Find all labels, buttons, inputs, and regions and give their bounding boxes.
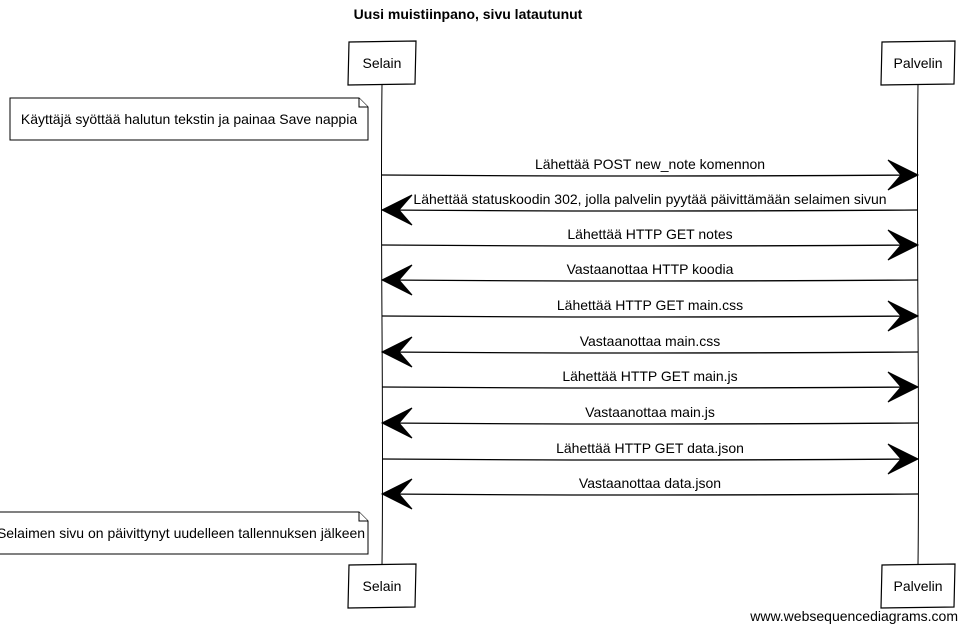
message-arrow-line bbox=[381, 244, 919, 247]
participant-palvelin-top: Palvelin bbox=[880, 40, 956, 86]
message-10: Vastaanottaa data.json bbox=[380, 475, 919, 510]
participant-box bbox=[880, 40, 956, 86]
message-8: Vastaanottaa main.js bbox=[380, 404, 919, 439]
message-label: Vastaanottaa data.json bbox=[579, 475, 721, 491]
messages: Lähettää POST new_note komennonLähettää … bbox=[380, 156, 920, 510]
arrowhead bbox=[887, 229, 920, 261]
watermark: www.websequencediagrams.com bbox=[749, 608, 958, 624]
participants-top: Selain Palvelin bbox=[347, 40, 956, 86]
arrowhead bbox=[380, 478, 413, 510]
message-arrow-line bbox=[381, 209, 919, 212]
arrowhead bbox=[380, 264, 413, 296]
participant-label: Selain bbox=[363, 55, 402, 71]
message-label: Vastaanottaa main.css bbox=[580, 333, 721, 349]
participant-label: Selain bbox=[363, 578, 402, 594]
message-label: Lähettää POST new_note komennon bbox=[535, 156, 765, 172]
notes: Käyttäjä syöttää halutun tekstin ja pain… bbox=[0, 97, 369, 555]
arrowhead bbox=[380, 194, 413, 226]
note-1: Käyttäjä syöttää halutun tekstin ja pain… bbox=[9, 97, 369, 141]
arrowhead bbox=[887, 300, 920, 332]
message-label: Vastaanottaa HTTP koodia bbox=[567, 261, 734, 277]
message-label: Lähettää HTTP GET main.css bbox=[557, 297, 743, 313]
participant-box bbox=[880, 563, 956, 609]
note-fold bbox=[358, 98, 368, 108]
participant-palvelin-bottom: Palvelin bbox=[880, 563, 956, 609]
message-9: Lähettää HTTP GET data.json bbox=[381, 440, 920, 475]
note-fold bbox=[358, 512, 368, 522]
message-arrow-line bbox=[381, 315, 919, 318]
note-text: Selaimen sivu on päivittynyt uudelleen t… bbox=[0, 525, 365, 541]
arrowhead bbox=[380, 336, 413, 368]
participant-selain-bottom: Selain bbox=[347, 563, 417, 609]
note-2: Selaimen sivu on päivittynyt uudelleen t… bbox=[0, 511, 369, 555]
lifeline-selain bbox=[380, 83, 384, 566]
note-text: Käyttäjä syöttää halutun tekstin ja pain… bbox=[21, 111, 357, 127]
note-box bbox=[9, 97, 369, 141]
message-label: Lähettää HTTP GET notes bbox=[567, 226, 732, 242]
message-arrow-line bbox=[381, 351, 919, 354]
message-1: Lähettää POST new_note komennon bbox=[381, 156, 920, 191]
arrowhead bbox=[887, 443, 920, 475]
message-arrow-line bbox=[381, 458, 919, 461]
message-arrow-line bbox=[381, 493, 919, 496]
message-3: Lähettää HTTP GET notes bbox=[381, 226, 920, 261]
arrowhead bbox=[380, 407, 413, 439]
diagram-title: Uusi muistiinpano, sivu latautunut bbox=[354, 6, 583, 22]
message-label: Lähettää statuskoodin 302, jolla palveli… bbox=[413, 191, 886, 207]
message-arrow-line bbox=[381, 174, 919, 177]
message-arrow-line bbox=[381, 422, 919, 425]
arrowhead bbox=[887, 371, 920, 403]
message-4: Vastaanottaa HTTP koodia bbox=[380, 261, 919, 296]
message-2: Lähettää statuskoodin 302, jolla palveli… bbox=[380, 191, 919, 226]
message-arrow-line bbox=[381, 279, 919, 282]
message-label: Lähettää HTTP GET main.js bbox=[562, 368, 737, 384]
participants-bottom: Selain Palvelin bbox=[347, 563, 956, 609]
arrowhead bbox=[887, 159, 920, 191]
participant-label: Palvelin bbox=[893, 578, 942, 594]
participant-box bbox=[347, 563, 417, 609]
message-arrow-line bbox=[381, 386, 919, 389]
message-5: Lähettää HTTP GET main.css bbox=[381, 297, 920, 332]
message-label: Vastaanottaa main.js bbox=[585, 404, 715, 420]
participant-box bbox=[347, 40, 417, 86]
participant-label: Palvelin bbox=[893, 55, 942, 71]
lifelines bbox=[380, 83, 920, 566]
note-box bbox=[0, 511, 369, 555]
message-label: Lähettää HTTP GET data.json bbox=[556, 440, 744, 456]
message-7: Lähettää HTTP GET main.js bbox=[381, 368, 920, 403]
lifeline-palvelin bbox=[916, 83, 920, 566]
message-6: Vastaanottaa main.css bbox=[380, 333, 919, 368]
participant-selain-top: Selain bbox=[347, 40, 417, 86]
